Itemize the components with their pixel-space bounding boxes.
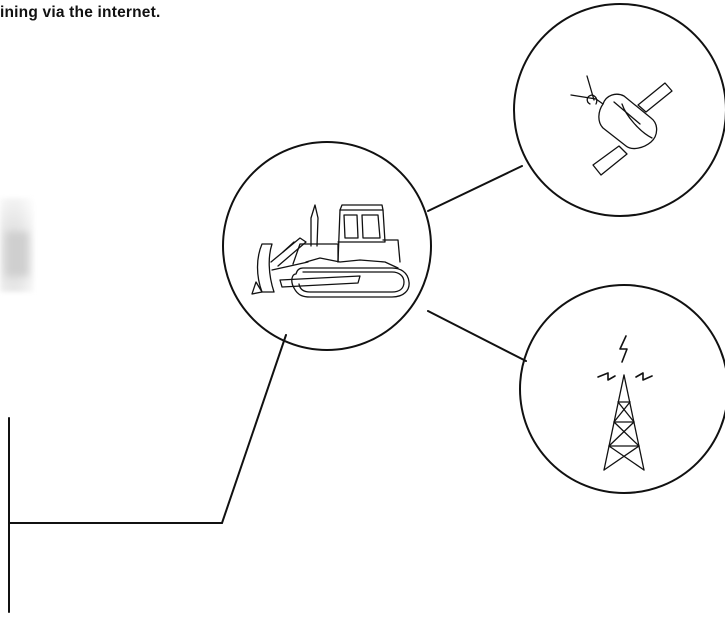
- caption-text: ining via the internet.: [0, 4, 161, 21]
- machine-node: [222, 141, 432, 351]
- connector-lines: [8, 165, 527, 613]
- satellite-node: [513, 3, 725, 217]
- satellite-icon: [570, 75, 673, 176]
- blurred-image-fragment: [0, 198, 34, 292]
- radio-tower-icon: [597, 335, 653, 471]
- bulldozer-icon: [251, 204, 410, 298]
- tower-node: [519, 284, 725, 494]
